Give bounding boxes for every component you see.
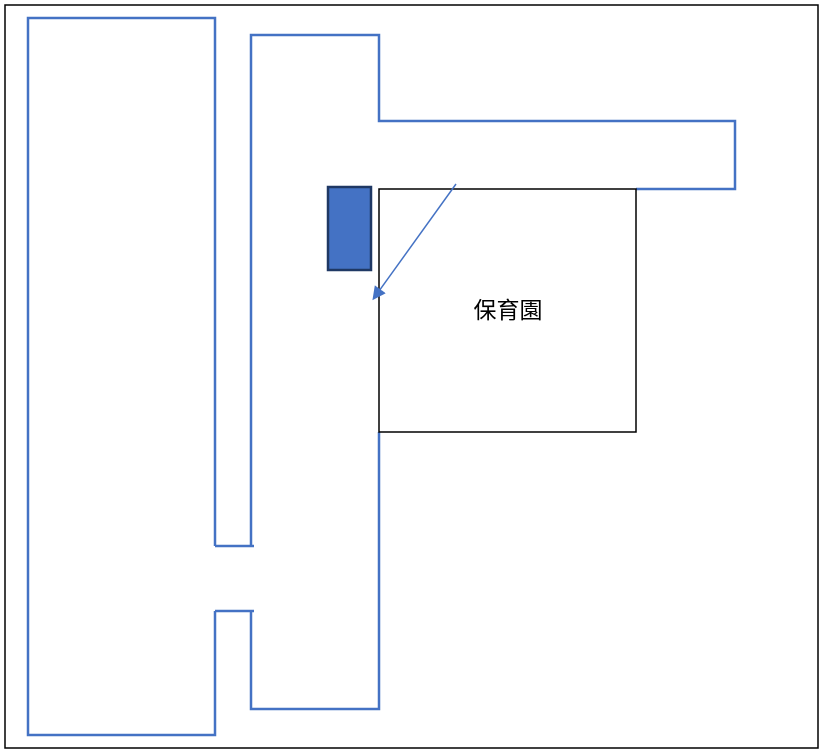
main-road-outline-upper bbox=[249, 33, 737, 546]
direction-arrow bbox=[372, 183, 457, 301]
nursery-building bbox=[378, 188, 637, 433]
map-frame bbox=[4, 4, 819, 749]
nursery-label: 保育園 bbox=[474, 298, 543, 324]
left-block-outline bbox=[26, 16, 217, 737]
main-road-outline-lower bbox=[249, 432, 381, 711]
blue-rectangle-marker bbox=[326, 185, 373, 272]
